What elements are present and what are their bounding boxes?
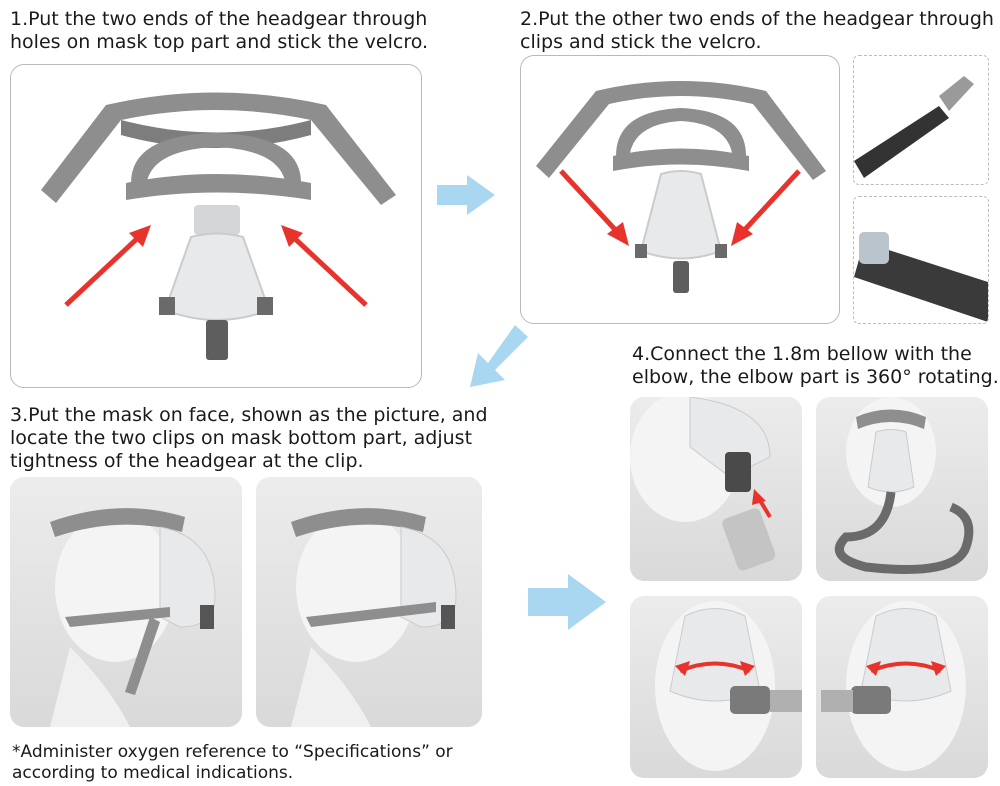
- elbow-connection-illustration: [630, 397, 776, 571]
- bellow-hose-illustration: [834, 397, 974, 574]
- oxygen-note: *Administer oxygen reference to “Specifi…: [12, 742, 453, 783]
- elbow-connect-photo: [630, 397, 802, 581]
- velcro-closeup-top: [853, 55, 989, 185]
- mask-on-face-photo-angle: [256, 477, 482, 727]
- step-2-instruction: 2.Put the other two ends of the headgear…: [520, 8, 994, 53]
- step-2-image-panel: [520, 55, 840, 324]
- elbow-rotation-right-illustration: [821, 601, 966, 771]
- step-4-instruction: 4.Connect the 1.8m bellow with the elbow…: [632, 343, 999, 388]
- strap-clip-closeup-illustration: [854, 76, 974, 178]
- elbow-rotate-photo-left: [630, 596, 802, 778]
- step-1-instruction: 1.Put the two ends of the headgear throu…: [10, 8, 429, 53]
- flow-arrow-right-icon: [437, 175, 495, 215]
- bellow-connected-photo: [816, 397, 988, 581]
- mannequin-angle-illustration: [291, 508, 457, 727]
- headgear-clips-illustration: [536, 81, 826, 293]
- step-1-image-panel: [10, 64, 422, 388]
- elbow-rotation-left-illustration: [655, 601, 802, 771]
- headgear-mask-illustration: [41, 92, 396, 360]
- step-3-instruction: 3.Put the mask on face, shown as the pic…: [10, 404, 488, 472]
- flow-arrow-down-left-icon: [470, 325, 528, 387]
- mannequin-side-illustration: [50, 508, 216, 727]
- strap-end-closeup-illustration: [854, 232, 988, 322]
- mask-on-face-photo-side: [10, 477, 242, 727]
- elbow-rotate-photo-right: [816, 596, 988, 778]
- flow-arrow-right-icon-2: [528, 574, 606, 630]
- velcro-closeup-bottom: [853, 196, 989, 324]
